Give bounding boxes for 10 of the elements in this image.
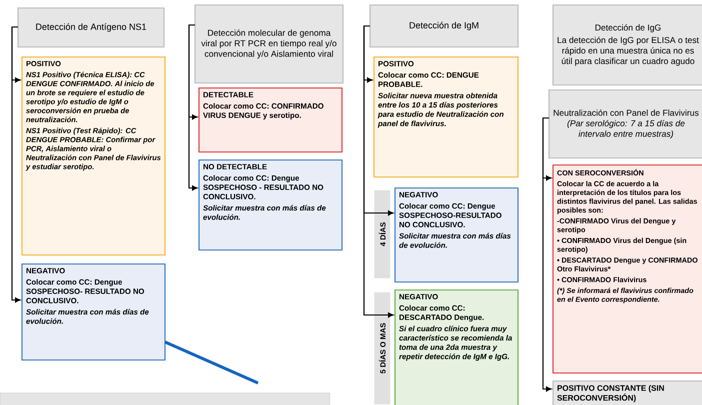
- bracket-arrow: [363, 25, 394, 318]
- bracket-arrow: [11, 26, 21, 303]
- header-box: POSITIVO CONSTANTE (SIN SEROCONVERSIÓN): [552, 380, 702, 405]
- header-box: Detección de Antígeno NS1: [17, 7, 165, 48]
- bracket-arrow: [542, 117, 552, 392]
- header-box: Neutralización con Panel de Flavivirus (Par serológico: 7 a 15 días de intervalo entre muestras): [548, 89, 702, 159]
- header-box: Detección molecular de genoma viral por RT PCR en tiempo real y/o convencional y/o Aislamiento viral: [194, 4, 344, 84]
- bracket-arrow: [188, 24, 198, 191]
- header-box: Detección de IgM: [369, 4, 519, 48]
- header-box: Detección de IgG La detección de IgG por ELISA o test rápido en una muestra única no es útil para clasificar un cuadro agudo: [552, 4, 702, 86]
